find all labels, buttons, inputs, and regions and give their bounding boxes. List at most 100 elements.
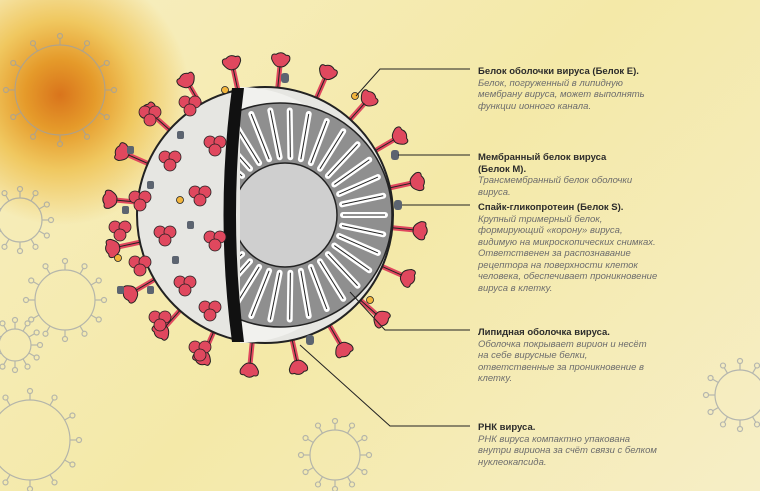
background-virus [0, 185, 55, 255]
label-membrane-protein: Мембранный белок вируса (Белок М). Транс… [478, 152, 638, 198]
label-title: Белок оболочки вируса (Белок Е). [478, 66, 639, 77]
spike-head [409, 171, 425, 192]
label-description: Оболочка покрывает вирион и несёт на себ… [478, 338, 647, 385]
spike-head [114, 142, 131, 161]
spike-head [221, 55, 242, 71]
membrane-protein-trimer [138, 105, 162, 127]
cut-edge [223, 88, 244, 342]
rna-strand [319, 261, 344, 300]
m-protein [127, 146, 134, 154]
background-virus [2, 32, 118, 148]
spike-head [288, 359, 309, 375]
rna-strand [289, 272, 291, 320]
leader-lines [299, 68, 470, 427]
membrane-proteins [108, 73, 402, 362]
m-protein [147, 181, 154, 189]
spike-head [239, 362, 259, 378]
rna-strand [269, 110, 281, 158]
rna-strand [300, 270, 310, 317]
label-envelope-protein: Белок оболочки вируса (Белок Е). Белок, … [478, 66, 663, 112]
m-protein [394, 200, 402, 210]
label-title: Липидная оболочка вируса. [478, 327, 610, 338]
spike-head [412, 221, 428, 241]
label-title: Мембранный белок вируса (Белок М). [478, 152, 607, 175]
spike-head [105, 238, 121, 259]
membrane-protein-trimer [203, 230, 227, 252]
membrane-protein-trimer [148, 310, 172, 332]
spike-head [176, 71, 195, 89]
membrane-protein-trimer [128, 190, 152, 212]
membrane-protein-trimer [178, 95, 202, 117]
rna-strand [338, 176, 379, 195]
rna-strand [240, 156, 251, 170]
rna-strand [289, 110, 291, 158]
e-protein [221, 86, 229, 94]
label-description: Трансмембранный белок оболочки вируса. [478, 175, 633, 198]
e-protein [366, 296, 374, 304]
rna-strand [319, 130, 344, 169]
rna-strand [240, 266, 260, 299]
rna-strand [310, 120, 328, 164]
label-description: Крупный тримерный белок, формирующий «ко… [478, 213, 658, 294]
membrane-protein-trimer [128, 255, 152, 277]
background-virus [22, 257, 108, 343]
rna-strand [334, 245, 370, 271]
m-protein [177, 131, 184, 139]
rna-strand [327, 253, 358, 287]
membrane-protein-trimer [188, 340, 212, 362]
spike-head [319, 64, 338, 81]
m-protein [281, 73, 289, 83]
core-center [240, 162, 338, 268]
spike-head [271, 52, 291, 68]
rna-coils [240, 107, 388, 323]
membrane-protein-trimer [173, 275, 197, 297]
rna-strand [240, 260, 251, 274]
label-title: Спайк-гликопротеин (Белок S). [478, 202, 624, 213]
spike-head [335, 341, 354, 359]
m-protein [117, 286, 124, 294]
rna-strand [310, 266, 328, 310]
spike-head [399, 269, 416, 288]
label-rna: РНК вируса. РНК вируса компактно упакова… [478, 422, 658, 468]
rna-strand [250, 113, 270, 160]
m-protein [122, 206, 129, 214]
rna-strand [334, 159, 370, 185]
m-protein [187, 221, 194, 229]
rna-strand [338, 235, 379, 254]
label-description: Белок, погруженный в липидную мембрану в… [478, 77, 645, 112]
background-virus [702, 357, 760, 433]
rna-strand [269, 272, 281, 320]
e-protein [351, 92, 359, 100]
spike-head [373, 310, 391, 329]
membrane-protein-trimer [153, 225, 177, 247]
membrane-protein-trimer [188, 185, 212, 207]
rna-strand [250, 270, 270, 317]
rna-strand [341, 225, 384, 235]
rna-strand [327, 143, 358, 177]
m-protein [172, 256, 179, 264]
spike-head [360, 89, 379, 107]
membrane-protein-trimer [198, 300, 222, 322]
label-title: РНК вируса. [478, 422, 536, 433]
membrane-protein-trimer [108, 220, 132, 242]
membrane-protein-trimer [203, 135, 227, 157]
e-protein [114, 254, 122, 262]
membrane-protein-trimer [158, 150, 182, 172]
e-protein [176, 196, 184, 204]
rna-strand [341, 195, 384, 205]
background-viruses [0, 32, 760, 491]
label-description: РНК вируса компактно упакована внутри ви… [478, 433, 657, 468]
rna-strand [300, 113, 310, 160]
label-lipid-envelope: Липидная оболочка вируса. Оболочка покры… [478, 327, 653, 385]
m-protein [306, 335, 314, 345]
m-protein [391, 150, 399, 160]
spike-proteins [102, 52, 428, 378]
rna-strand [240, 131, 260, 164]
m-protein [147, 286, 154, 294]
background-virus [0, 316, 44, 374]
spike-head [102, 189, 118, 209]
spike-head [391, 126, 409, 145]
background-virus [297, 417, 373, 491]
background-virus [0, 387, 83, 491]
